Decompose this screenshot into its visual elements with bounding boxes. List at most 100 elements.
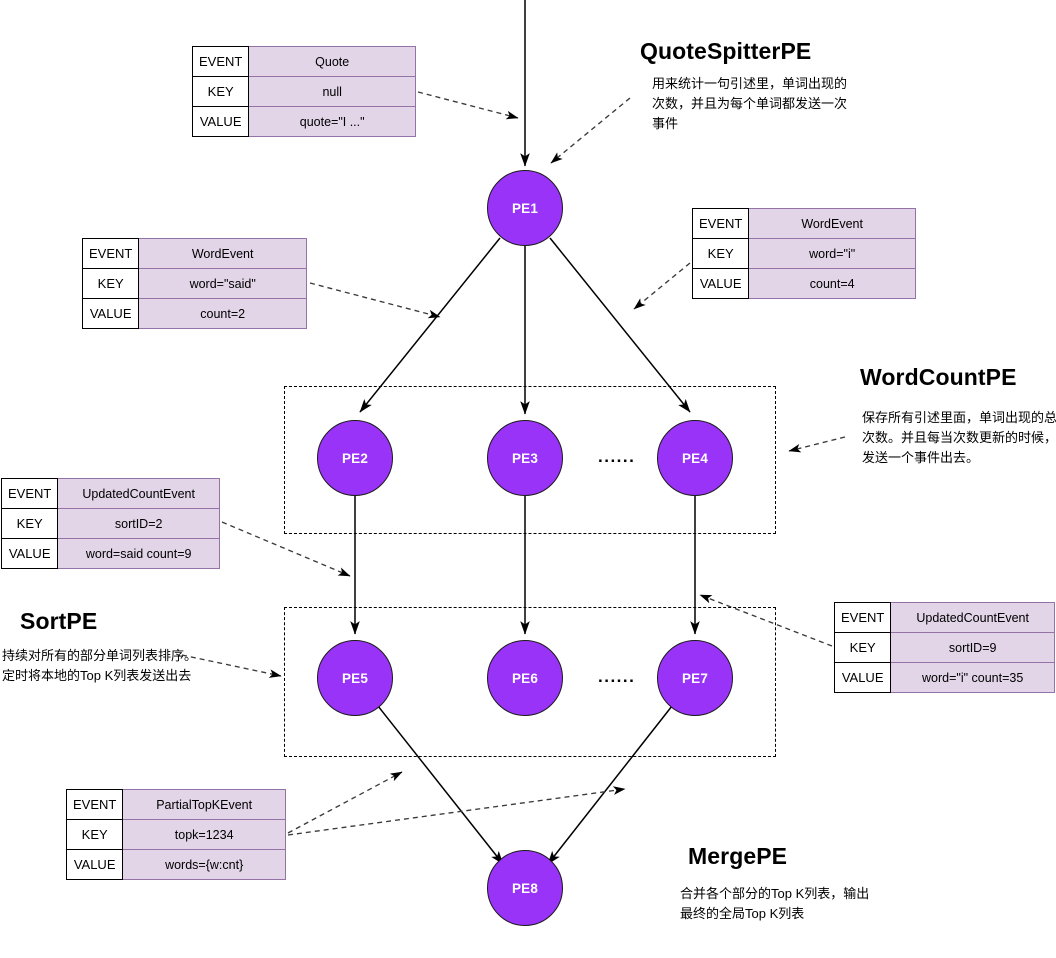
heading-wordcountpe: WordCountPE bbox=[860, 364, 1017, 390]
table-row: EVENT WordEvent bbox=[691, 208, 916, 239]
ellipsis-sort-row: ...... bbox=[598, 667, 636, 686]
cell-event-name: WordEvent bbox=[138, 238, 307, 269]
event-table-word-event-said: EVENT WordEvent KEY word="said" VALUE co… bbox=[81, 238, 307, 329]
row-label-value: VALUE bbox=[0, 538, 59, 569]
pe-node-label: PE6 bbox=[511, 670, 539, 686]
row-label-event: EVENT bbox=[81, 238, 140, 269]
heading-quotespitterpe: QuoteSpitterPE bbox=[640, 38, 812, 64]
edge-pe5-pe8 bbox=[377, 705, 504, 865]
cell-value-value: count=2 bbox=[138, 298, 307, 329]
table-row: KEY topk=1234 bbox=[65, 819, 286, 850]
pe-node-pe3[interactable]: PE3 bbox=[487, 420, 563, 496]
heading-sortpe: SortPE bbox=[20, 608, 98, 634]
cell-key-value: topk=1234 bbox=[122, 819, 286, 850]
table-row: KEY null bbox=[191, 76, 416, 107]
row-label-key: KEY bbox=[0, 508, 59, 539]
pe-node-pe6[interactable]: PE6 bbox=[487, 640, 563, 716]
table-row: VALUE count=4 bbox=[691, 268, 916, 299]
pe-node-pe5[interactable]: PE5 bbox=[317, 640, 393, 716]
note-mergepe: 合并各个部分的Top K列表，输出 最终的全局Top K列表 bbox=[680, 886, 870, 921]
table-row: EVENT UpdatedCountEvent bbox=[0, 478, 220, 509]
row-label-event: EVENT bbox=[0, 478, 59, 509]
event-table-updated-count-sort2: EVENT UpdatedCountEvent KEY sortID=2 VAL… bbox=[0, 478, 220, 569]
table-row: KEY word="i" bbox=[691, 238, 916, 269]
dashed-wordevent-i-to-edge bbox=[633, 262, 691, 310]
dashed-updatedcount-sort9-to-edge bbox=[699, 594, 833, 647]
dashed-partialtopk-to-pe7-edge bbox=[287, 786, 626, 836]
dashed-wordevent-said-to-edge bbox=[309, 282, 441, 319]
row-label-event: EVENT bbox=[833, 602, 892, 633]
table-row: VALUE quote="I ..." bbox=[191, 106, 416, 137]
pe-node-label: PE3 bbox=[511, 450, 539, 466]
table-row: KEY sortID=9 bbox=[833, 632, 1055, 663]
row-label-key: KEY bbox=[191, 76, 250, 107]
row-label-key: KEY bbox=[691, 238, 750, 269]
note-wordcountpe: 保存所有引述里面，单词出现的总 次数。并且每当次数更新的时候， 发送一个事件出去… bbox=[862, 410, 1056, 465]
cell-event-name: UpdatedCountEvent bbox=[890, 602, 1055, 633]
cell-value-value: words={w:cnt} bbox=[122, 849, 286, 880]
cell-value-value: count=4 bbox=[748, 268, 916, 299]
edge-pe1-pe4 bbox=[549, 237, 691, 413]
table-row: EVENT UpdatedCountEvent bbox=[833, 602, 1055, 633]
group-box-wordcount bbox=[284, 386, 776, 534]
note-sortpe: 持续对所有的部分单词列表排序。 定时将本地的Top K列表发送出去 bbox=[2, 648, 198, 683]
dashed-partialtopk-to-pe5-edge bbox=[287, 771, 403, 834]
table-row: EVENT WordEvent bbox=[81, 238, 307, 269]
pe-node-pe8[interactable]: PE8 bbox=[487, 850, 563, 926]
event-table-updated-count-sort9: EVENT UpdatedCountEvent KEY sortID=9 VAL… bbox=[833, 602, 1055, 693]
pe-node-label: PE5 bbox=[341, 670, 369, 686]
row-label-key: KEY bbox=[833, 632, 892, 663]
table-row: VALUE word="i" count=35 bbox=[833, 662, 1055, 693]
dashed-quotespitter-note-to-pe1 bbox=[550, 97, 631, 164]
row-label-event: EVENT bbox=[65, 789, 124, 820]
pe-node-label: PE1 bbox=[511, 200, 539, 216]
edge-pe1-pe2 bbox=[359, 237, 501, 413]
table-row: KEY sortID=2 bbox=[0, 508, 220, 539]
table-row: EVENT PartialTopKEvent bbox=[65, 789, 286, 820]
cell-key-value: null bbox=[248, 76, 416, 107]
row-label-value: VALUE bbox=[65, 849, 124, 880]
cell-value-value: word=said count=9 bbox=[57, 538, 220, 569]
pe-node-label: PE7 bbox=[681, 670, 709, 686]
cell-event-name: Quote bbox=[248, 46, 416, 77]
cell-value-value: quote="I ..." bbox=[248, 106, 416, 137]
note-quotespitterpe: 用来统计一句引述里，单词出现的 次数，并且为每个单词都发送一次 事件 bbox=[652, 76, 848, 131]
table-row: VALUE words={w:cnt} bbox=[65, 849, 286, 880]
event-table-partial-topk: EVENT PartialTopKEvent KEY topk=1234 VAL… bbox=[65, 789, 286, 880]
heading-mergepe: MergePE bbox=[688, 843, 788, 869]
row-label-key: KEY bbox=[81, 268, 140, 299]
event-table-word-event-i: EVENT WordEvent KEY word="i" VALUE count… bbox=[691, 208, 916, 299]
pe-node-pe1[interactable]: PE1 bbox=[487, 170, 563, 246]
table-row: EVENT Quote bbox=[191, 46, 416, 77]
row-label-event: EVENT bbox=[191, 46, 250, 77]
row-label-event: EVENT bbox=[691, 208, 750, 239]
table-row: VALUE count=2 bbox=[81, 298, 307, 329]
cell-key-value: sortID=2 bbox=[57, 508, 220, 539]
pe-node-pe4[interactable]: PE4 bbox=[657, 420, 733, 496]
cell-key-value: word="said" bbox=[138, 268, 307, 299]
dashed-quote-table-to-pe1 bbox=[417, 91, 519, 120]
edge-pe7-pe8 bbox=[547, 705, 673, 865]
cell-event-name: PartialTopKEvent bbox=[122, 789, 286, 820]
pe-node-label: PE4 bbox=[681, 450, 709, 466]
row-label-key: KEY bbox=[65, 819, 124, 850]
table-row: KEY word="said" bbox=[81, 268, 307, 299]
pe-node-pe2[interactable]: PE2 bbox=[317, 420, 393, 496]
pe-node-label: PE8 bbox=[511, 880, 539, 896]
ellipsis-wordcount-row: ...... bbox=[598, 447, 636, 466]
row-label-value: VALUE bbox=[81, 298, 140, 329]
event-table-quote-event: EVENT Quote KEY null VALUE quote="I ..." bbox=[191, 46, 416, 137]
group-box-sort bbox=[284, 607, 776, 757]
cell-event-name: WordEvent bbox=[748, 208, 916, 239]
pe-node-label: PE2 bbox=[341, 450, 369, 466]
table-row: VALUE word=said count=9 bbox=[0, 538, 220, 569]
dashed-wordcount-note-to-box bbox=[788, 436, 846, 453]
dashed-sort-note-to-box bbox=[181, 654, 282, 678]
cell-event-name: UpdatedCountEvent bbox=[57, 478, 220, 509]
row-label-value: VALUE bbox=[691, 268, 750, 299]
pe-node-pe7[interactable]: PE7 bbox=[657, 640, 733, 716]
row-label-value: VALUE bbox=[833, 662, 892, 693]
cell-key-value: word="i" bbox=[748, 238, 916, 269]
row-label-value: VALUE bbox=[191, 106, 250, 137]
